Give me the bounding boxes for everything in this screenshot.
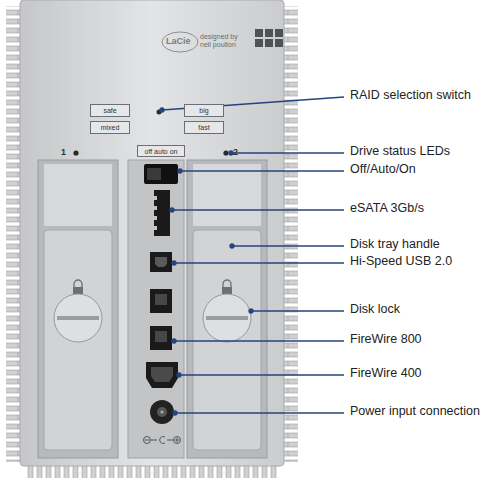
- disk-tray: [38, 160, 118, 458]
- polarity-symbol: [144, 437, 181, 444]
- raid-mode-button: mixed: [90, 121, 130, 134]
- esata-port: [154, 190, 170, 236]
- button-text: big: [199, 107, 208, 114]
- logo-oval: [162, 32, 198, 52]
- status-led: [73, 150, 78, 155]
- device-body: [20, 0, 284, 466]
- switch-position-label: off auto on: [137, 145, 185, 157]
- callout-label: FireWire 400: [350, 367, 422, 381]
- designer-credit: designed by neil poulton: [200, 33, 244, 48]
- callout-label: Hi-Speed USB 2.0: [350, 255, 452, 269]
- raid-mode-button: fast: [184, 121, 224, 134]
- callout-label: Disk lock: [350, 303, 400, 317]
- power-jack: [150, 400, 174, 424]
- leader-lines: [160, 97, 344, 415]
- button-text: fast: [198, 124, 209, 131]
- raid-mode-button: big: [184, 104, 224, 117]
- callout-label: Disk tray handle: [350, 238, 440, 252]
- callout-label: FireWire 800: [350, 333, 422, 347]
- callout-label: RAID selection switch: [350, 89, 471, 103]
- button-text: mixed: [101, 124, 120, 131]
- callout-label: Power input connection: [350, 405, 480, 419]
- status-led: [223, 150, 228, 155]
- brand-logo: LaCie: [166, 37, 191, 47]
- callout-label: Drive status LEDs: [350, 145, 450, 159]
- firewire400-port: [146, 362, 178, 388]
- power-switch: [144, 164, 178, 184]
- logo-grid: [255, 29, 283, 47]
- bay-number: 2: [233, 148, 238, 158]
- usb-port: [150, 252, 172, 272]
- callout-label: eSATA 3Gb/s: [350, 202, 424, 216]
- bay-number: 1: [61, 148, 66, 158]
- port-panel: [128, 160, 184, 458]
- button-text: off auto on: [145, 148, 178, 155]
- button-text: safe: [103, 107, 116, 114]
- raid-mode-button: safe: [90, 104, 130, 117]
- firewire800-port: [150, 289, 172, 350]
- callout-label: Off/Auto/On: [350, 163, 416, 177]
